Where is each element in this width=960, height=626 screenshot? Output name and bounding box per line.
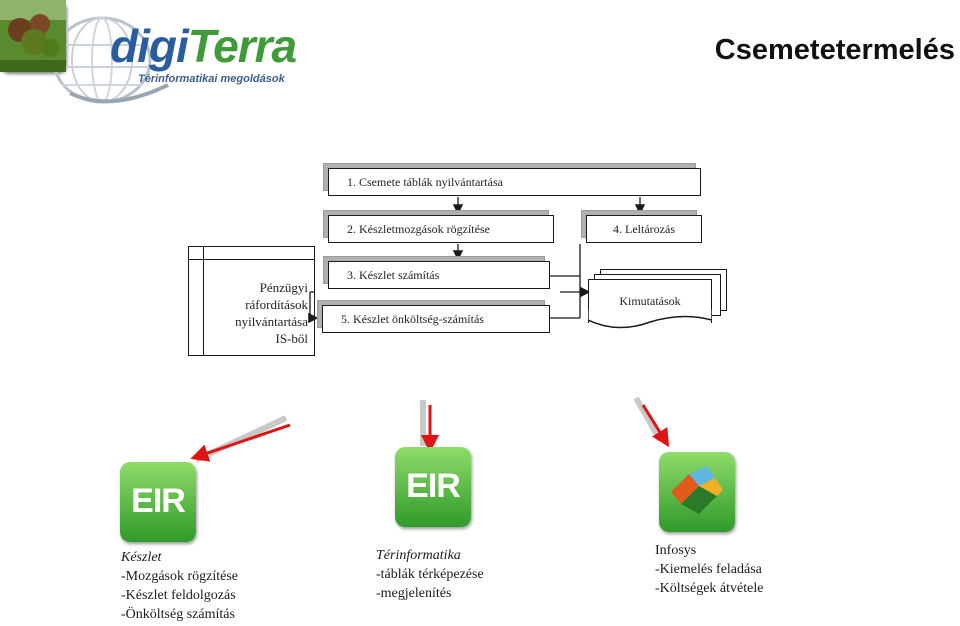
reports-box: Kimutatások <box>587 279 712 329</box>
step-1-box: 1. Csemete táblák nyilvántartása <box>328 168 701 196</box>
infosys-logo-icon <box>659 452 735 532</box>
eir-terinf-description: Térinformatika -táblák térképezése -megj… <box>376 546 484 603</box>
desc-title: Térinformatika <box>376 548 461 563</box>
desc-line: -Költségek átvétele <box>655 581 764 596</box>
desc-line: -Készlet feldolgozás <box>121 588 236 603</box>
brand-tagline: Térinformatikai megoldások <box>138 73 285 85</box>
step-3-box: 3. Készlet számítás <box>328 261 550 289</box>
finance-data-store: Pénzügyi ráfordítások nyilvántartása IS-… <box>188 246 315 356</box>
step-2-label: 2. Készletmozgások rögzítése <box>347 221 490 236</box>
step-2-box: 2. Készletmozgások rögzítése <box>328 215 554 243</box>
infosys-description: Infosys -Kiemelés feladása -Költségek át… <box>655 541 763 598</box>
step-1-label: 1. Csemete táblák nyilvántartása <box>347 174 503 189</box>
desc-title: Készlet <box>121 550 162 565</box>
desc-line: -Mozgások rögzítése <box>121 569 239 584</box>
step-5-box: 5. Készlet önköltség-számítás <box>322 305 550 333</box>
arrow-to-eir-1 <box>190 423 291 462</box>
globe-icon <box>52 16 169 104</box>
desc-title: Infosys <box>655 543 697 558</box>
page-title: Csemetetermelés <box>714 34 955 66</box>
finance-line-4: IS-ből <box>275 331 309 346</box>
seedling-photo <box>0 0 66 72</box>
finance-line-2: ráfordítások <box>245 297 308 312</box>
step-5-label: 5. Készlet önköltség-számítás <box>341 311 484 326</box>
eir-text: EIR <box>406 467 461 505</box>
step-4-label: 4. Leltározás <box>613 221 675 236</box>
eir-logo-icon-terinformatika: EIR <box>395 447 471 527</box>
finance-line-3: nyilvántartása <box>235 314 308 329</box>
desc-line: -Önköltség számítás <box>121 607 235 622</box>
reports-label: Kimutatások <box>619 294 681 308</box>
eir-keszlet-description: Készlet -Mozgások rögzítése -Készlet fel… <box>121 548 238 624</box>
arrow-to-infosys <box>641 404 670 448</box>
step-3-label: 3. Készlet számítás <box>347 267 440 282</box>
finance-line-1: Pénzügyi <box>259 280 308 295</box>
eir-text: EIR <box>131 482 186 520</box>
eir-logo-icon-keszlet: EIR <box>120 462 196 542</box>
brand-name: digiTerra <box>110 20 297 72</box>
digiterra-logo: digiTerra Térinformatikai megoldások <box>40 5 310 110</box>
desc-line: -Kiemelés feladása <box>655 562 762 577</box>
desc-line: -megjelenítés <box>376 586 452 601</box>
desc-line: -táblák térképezése <box>376 567 484 582</box>
step-4-box: 4. Leltározás <box>586 215 702 243</box>
